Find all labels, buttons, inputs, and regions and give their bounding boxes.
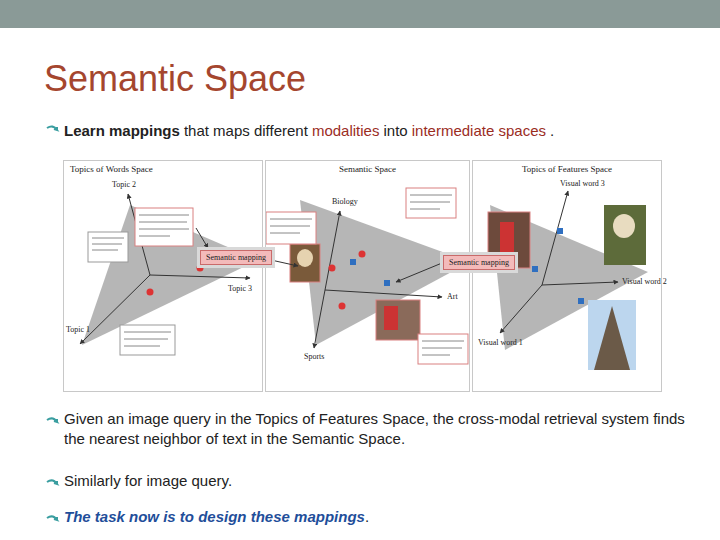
bullet-row: The task now is to design these mappings…: [64, 507, 698, 527]
bullet-text: The task now is to design these mappings: [64, 508, 365, 525]
bullet-row: Given an image query in the Topics of Fe…: [64, 409, 698, 450]
axis-label: Sports: [304, 352, 324, 361]
axis-label: Visual word 1: [478, 338, 523, 347]
words-space-figure: [80, 194, 258, 355]
panel-heading: Topics of Words Space: [64, 161, 262, 177]
bullet-text: Learn mappings: [64, 122, 180, 139]
semantic-space-figure: [262, 188, 470, 364]
axis-label: Biology: [332, 197, 358, 206]
bullet-text: that maps different: [184, 122, 308, 139]
mapping-label: Semantic mapping: [448, 258, 510, 267]
axis-label: Topic 1: [66, 325, 90, 334]
top-bar: [0, 0, 720, 28]
axis-label: Topic 3: [228, 284, 252, 293]
bullet-text: .: [365, 508, 369, 525]
space-panel: Semantic Space: [265, 160, 470, 392]
axis-label: Topic 2: [112, 180, 136, 189]
bullet-glyphs: [47, 126, 57, 520]
panel-heading: Semantic Space: [266, 161, 469, 177]
bullet-text: modalities: [312, 122, 380, 139]
bullet-text: Given an image query in the Topics of Fe…: [64, 410, 685, 447]
axis-label: Visual word 3: [560, 179, 605, 188]
bullet-text: .: [550, 122, 554, 139]
space-panel: Topics of Features Space: [472, 160, 662, 392]
slide-title: Semantic Space: [44, 58, 306, 100]
mapping-label: Semantic mapping: [205, 253, 267, 262]
axis-label: Art: [447, 292, 458, 301]
bullet-text: intermediate spaces: [412, 122, 546, 139]
panel-heading: Topics of Features Space: [473, 161, 661, 177]
bullet-text: into: [384, 122, 408, 139]
mapping-box: Semantic mapping: [443, 255, 515, 270]
bullet-row: Similarly for image query.: [64, 471, 698, 491]
space-panel: Topics of Words Space: [63, 160, 263, 392]
axis-label: Visual word 2: [622, 277, 667, 286]
bullet-text: Similarly for image query.: [64, 472, 232, 489]
mapping-box: Semantic mapping: [200, 250, 272, 265]
bullet-row: Learn mappingsthat maps differentmodalit…: [64, 121, 704, 141]
